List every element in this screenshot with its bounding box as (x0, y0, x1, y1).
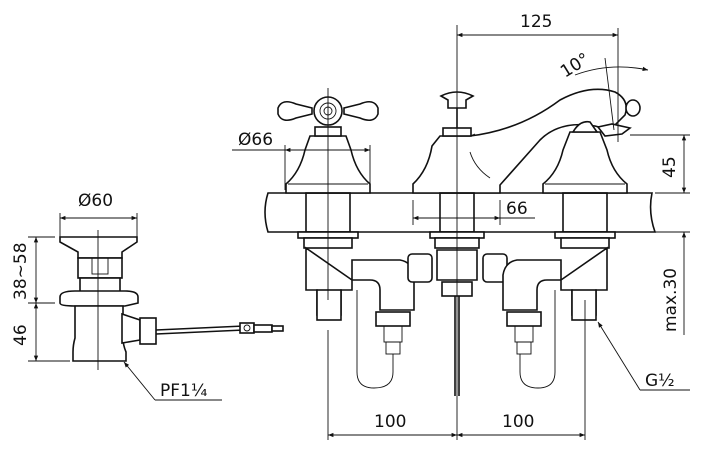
dimension-handle-diameter: Ø66 (232, 130, 371, 190)
label-connection-thread: G½ (645, 371, 675, 391)
dimension-max30: max.30 (650, 231, 690, 335)
dimension-100: 100 100 (328, 412, 585, 438)
label-spout-reach: 125 (520, 12, 552, 32)
left-valve (277, 96, 415, 389)
dimension-G-thread: G½ (597, 321, 690, 391)
label-handle-height: 45 (660, 156, 680, 178)
label-deck-thickness: max.30 (661, 268, 681, 332)
label-spacing-right: 100 (502, 412, 534, 432)
dimension-45: 45 (630, 134, 690, 194)
label-spout-angle: 10° (557, 49, 593, 82)
right-valve (502, 120, 628, 389)
label-drain-range: 38~58 (11, 242, 31, 300)
pop-up-drain (59, 230, 284, 370)
dimension-66: 66 (412, 199, 535, 225)
label-drain-thread: PF1¼ (160, 381, 207, 401)
label-drain-diameter: Ø60 (78, 191, 113, 211)
label-spacing-left: 100 (374, 412, 406, 432)
label-drain-height: 46 (11, 324, 31, 346)
label-handle-diameter: Ø66 (238, 130, 273, 150)
dimension-drain: Ø60 38~58 46 PF1¼ (11, 191, 222, 401)
label-base-width: 66 (506, 199, 528, 219)
dimension-125: 125 (457, 12, 619, 142)
centerlines (327, 25, 586, 440)
deck-slab (264, 192, 657, 233)
